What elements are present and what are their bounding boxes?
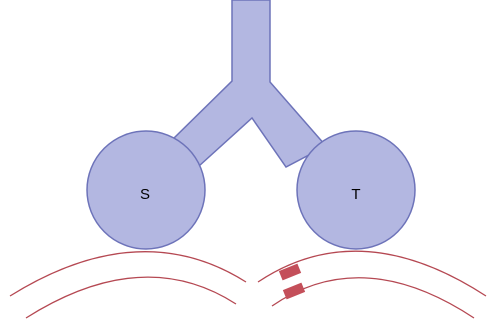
- left-surface-outer-arc: [9, 251, 247, 297]
- left-surface-inner-arc: [25, 276, 237, 319]
- y-tube: [170, 0, 328, 168]
- right-surface-outer-arc: [257, 250, 487, 297]
- right-node-label: T: [351, 186, 361, 203]
- surface-marker-upper: [278, 263, 302, 281]
- right-surface-inner-arc: [271, 277, 475, 319]
- left-node-circle: [86, 130, 206, 250]
- surface-marker-lower: [282, 282, 306, 300]
- left-node-label: S: [139, 186, 150, 203]
- right-node-circle: [296, 130, 416, 250]
